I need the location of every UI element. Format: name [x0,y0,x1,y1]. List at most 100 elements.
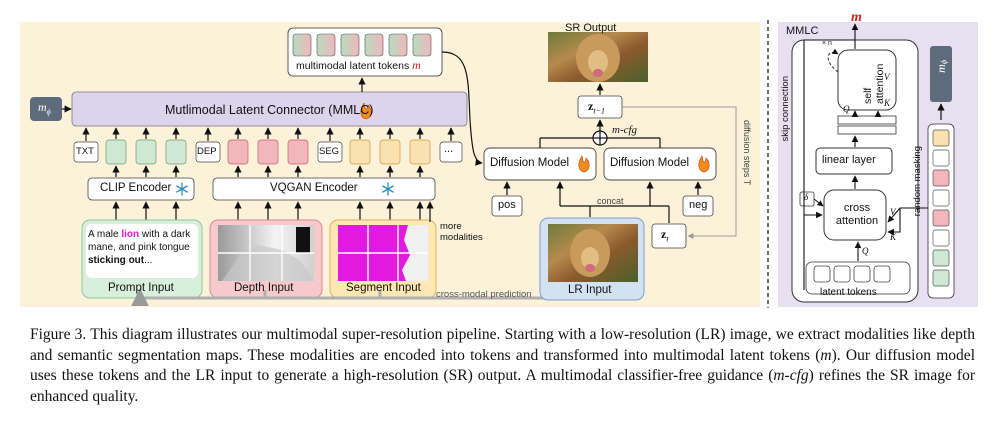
latent-token-row [292,33,432,57]
text-token [135,139,157,165]
zt-label: zt [661,227,669,244]
token-row [73,139,463,165]
prompt-input-label: Prompt Input [108,282,174,294]
depth-token [227,139,249,165]
m-phi-column-label: mϕ [934,60,949,73]
linear-layer-label: linear layer [822,154,876,166]
linear-layer-box [815,147,893,175]
segment-map-image [338,225,428,281]
v-cross-label: V [890,207,896,217]
mmlc-internal-arrows [803,23,928,290]
segment-token [379,139,401,165]
diffusion-steps-label: diffusion steps T [742,120,752,186]
connector-title: Mutlimodal Latent Connector (MMLC) [165,103,374,117]
m-phi-box [30,97,62,121]
k-cross-label: K [890,232,897,242]
encoder-arrows [112,165,424,177]
depth-token [257,139,279,165]
lr-input-label: LR Input [568,284,612,296]
m-phi-label: mϕ [38,100,51,117]
latent-to-diffusion-arrow [441,51,483,166]
depth-token [287,139,309,165]
prompt-text-box [86,224,198,278]
m-phi-column-box [930,46,952,102]
random-masking-label: random masking [912,146,923,217]
more-modalities-label: more modalities [440,221,483,243]
oplus-icon [592,130,608,146]
latent-token [364,33,384,57]
sr-output-label: SR Output [565,22,617,34]
concat-label: concat [597,196,624,206]
neg-box [682,195,714,217]
times-n-label: × n [822,40,832,47]
latent-token [316,33,336,57]
prompt-text: A male lion with a dark mane, and pink t… [88,229,191,266]
snowflake-icon [382,182,394,196]
snowflake-icon [176,182,188,196]
latent-tokens-title: multimodal latent tokens m [296,58,421,72]
latent-token [340,33,360,57]
q-cross-label: Q [862,246,869,256]
mmlc-title: MMLC [786,25,819,37]
cross-attention-box [823,189,887,241]
pos-label: pos [498,199,516,211]
depth-input-label: Depth Input [234,282,294,294]
more-token-label: ... [444,143,454,155]
m-symbol: m [412,58,421,72]
figure-caption: Figure 3. This diagram illustrates our m… [30,326,975,405]
txt-token-label: TXT [76,146,94,157]
sr-lion-image [548,32,648,82]
input-arrows [112,201,424,220]
zt-box [651,223,687,249]
mmlc-m-output: m [851,10,862,25]
token-arrows [82,127,455,141]
clip-encoder-label: CLIP Encoder [100,182,172,194]
segment-input-label: Segment Input [346,282,421,294]
cfg-lines [539,137,661,148]
latent-token [412,33,432,57]
txt-token [73,141,99,163]
text-token [105,139,127,165]
z-prev-label: zt−1 [588,99,605,116]
dep-token [195,141,221,163]
mask-tokens [932,129,950,287]
seg-token-label: SEG [319,146,340,157]
clip-encoder-box [87,177,195,201]
token-stack-bar [837,125,897,135]
cross-modal-label: cross-modal prediction [436,289,532,300]
fire-icon [360,102,372,120]
vqgan-encoder-box [212,177,436,201]
fire-icon [578,155,590,173]
seg-token [317,141,343,163]
pos-box [491,195,523,217]
v-self-label: V [884,72,890,82]
cross-attention-label: cross attention [835,202,879,227]
diffusion-model-label-pos: Diffusion Model [490,157,570,169]
k-self-label: K [884,98,891,108]
diffusion-steps-loop [622,106,737,239]
pipeline-diagram [20,20,978,308]
fire-icon [698,155,710,173]
concat-lines [556,181,670,223]
skip-connection-label: skip connection [780,76,791,142]
lr-lion-image [548,224,638,282]
dep-token-label: DEP [197,146,217,157]
m-cfg-label: m-cfg [612,124,638,136]
vqgan-encoder-label: VQGAN Encoder [270,182,358,194]
depth-map-image [218,225,314,281]
self-attention-box [837,49,897,111]
q-self-label: Q [843,104,850,114]
delta-label: δ [804,192,809,202]
diffusion-model-label-neg: Diffusion Model [610,157,690,169]
segment-token [409,139,431,165]
latent-tokens-label: latent tokens [820,287,877,298]
latent-token-squares [813,265,891,283]
self-attention-label: self attention [862,63,886,104]
latent-token [388,33,408,57]
latent-token [292,33,312,57]
more-token [439,141,463,163]
segment-token [349,139,371,165]
token-stack-bar [837,115,897,125]
text-token [165,139,187,165]
neg-label: neg [689,199,708,211]
